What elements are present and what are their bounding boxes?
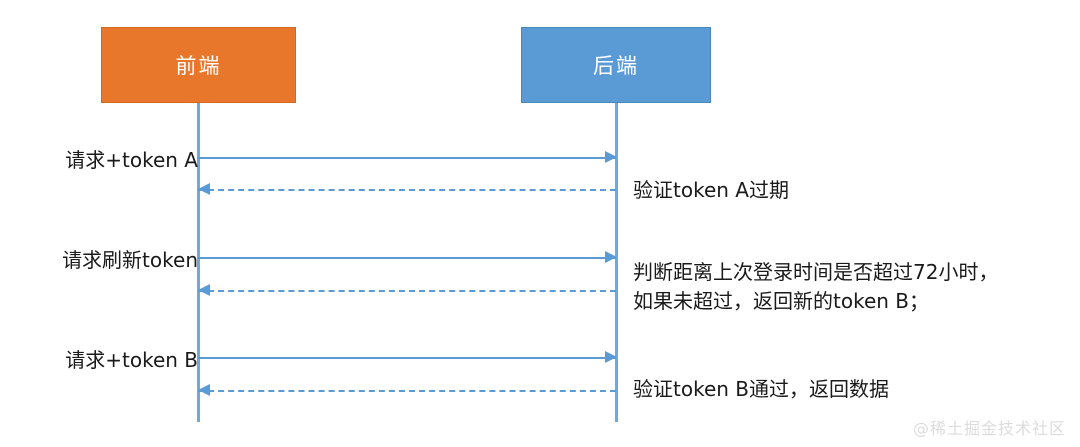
participant-frontend: 前端 bbox=[101, 27, 296, 103]
arrowhead-left-icon-6 bbox=[198, 384, 210, 396]
message-arrow-1 bbox=[198, 157, 616, 159]
participant-backend-label: 后端 bbox=[593, 54, 639, 78]
arrowhead-left-icon-4 bbox=[198, 284, 210, 296]
message-arrow-6 bbox=[198, 390, 616, 392]
participant-backend: 后端 bbox=[521, 27, 711, 103]
message-arrow-4 bbox=[198, 290, 616, 292]
message-label-4: 判断距离上次登录时间是否超过72小时， 如果未超过，返回新的token B； bbox=[633, 258, 998, 316]
message-arrow-5 bbox=[198, 357, 616, 359]
participant-frontend-label: 前端 bbox=[175, 54, 222, 78]
arrowhead-right-icon-3 bbox=[605, 251, 617, 263]
message-label-6: 验证token B通过，返回数据 bbox=[633, 377, 890, 401]
watermark: @稀土掘金技术社区 bbox=[912, 419, 1066, 438]
arrowhead-left-icon-2 bbox=[198, 183, 210, 195]
message-label-3: 请求刷新token bbox=[62, 248, 198, 272]
message-label-5: 请求+token B bbox=[65, 348, 198, 372]
message-arrow-2 bbox=[198, 189, 616, 191]
arrowhead-right-icon-5 bbox=[605, 351, 617, 363]
message-label-4-line1: 判断距离上次登录时间是否超过72小时， bbox=[633, 260, 999, 284]
message-label-2: 验证token A过期 bbox=[633, 178, 789, 202]
message-arrow-3 bbox=[198, 257, 616, 259]
message-label-4-line2: 如果未超过，返回新的token B； bbox=[633, 289, 930, 313]
message-label-1: 请求+token A bbox=[65, 148, 198, 172]
arrowhead-right-icon-1 bbox=[605, 151, 617, 163]
lifeline-frontend bbox=[197, 103, 200, 422]
